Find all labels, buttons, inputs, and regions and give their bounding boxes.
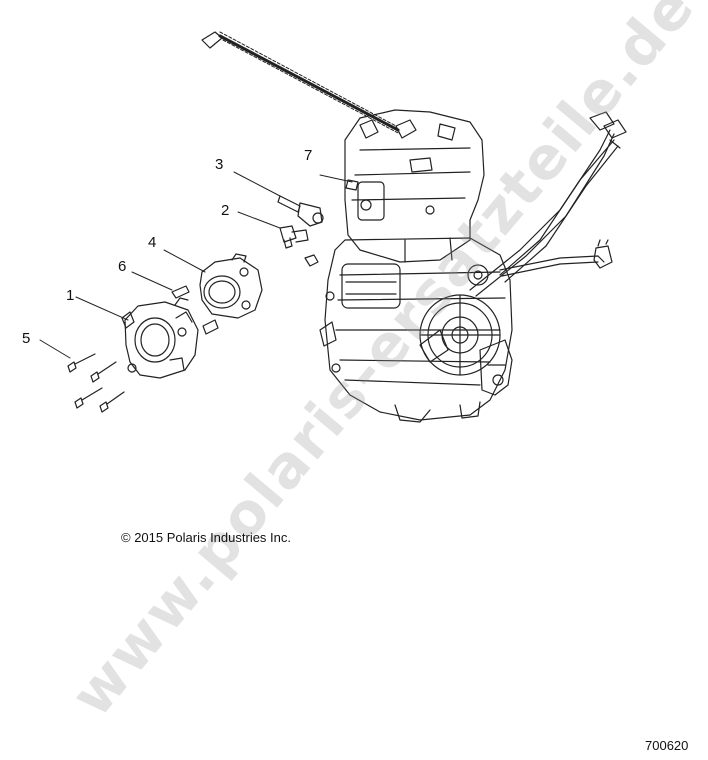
callout-5: 5 <box>22 330 31 347</box>
callout-2: 2 <box>221 202 230 219</box>
callout-1: 1 <box>66 287 75 304</box>
copyright-notice: © 2015 Polaris Industries Inc. <box>121 530 291 545</box>
bolt-part-7 <box>319 174 359 191</box>
callout-7: 7 <box>304 147 313 164</box>
bolt-part-6 <box>131 271 219 335</box>
engine-block <box>319 109 513 423</box>
wire-harness <box>469 111 627 297</box>
injector-part-2 <box>237 211 309 249</box>
callout-3: 3 <box>215 156 224 173</box>
throttle-cable <box>201 31 417 139</box>
figure-id: 700620 <box>645 738 689 753</box>
nut <box>304 254 319 267</box>
callout-6: 6 <box>118 258 127 275</box>
spacer-part-4 <box>163 249 263 319</box>
throttle-body-part-1 <box>75 296 199 379</box>
bolts-part-5 <box>39 339 125 413</box>
sensor-part-3 <box>233 171 324 227</box>
callout-4: 4 <box>148 234 157 251</box>
